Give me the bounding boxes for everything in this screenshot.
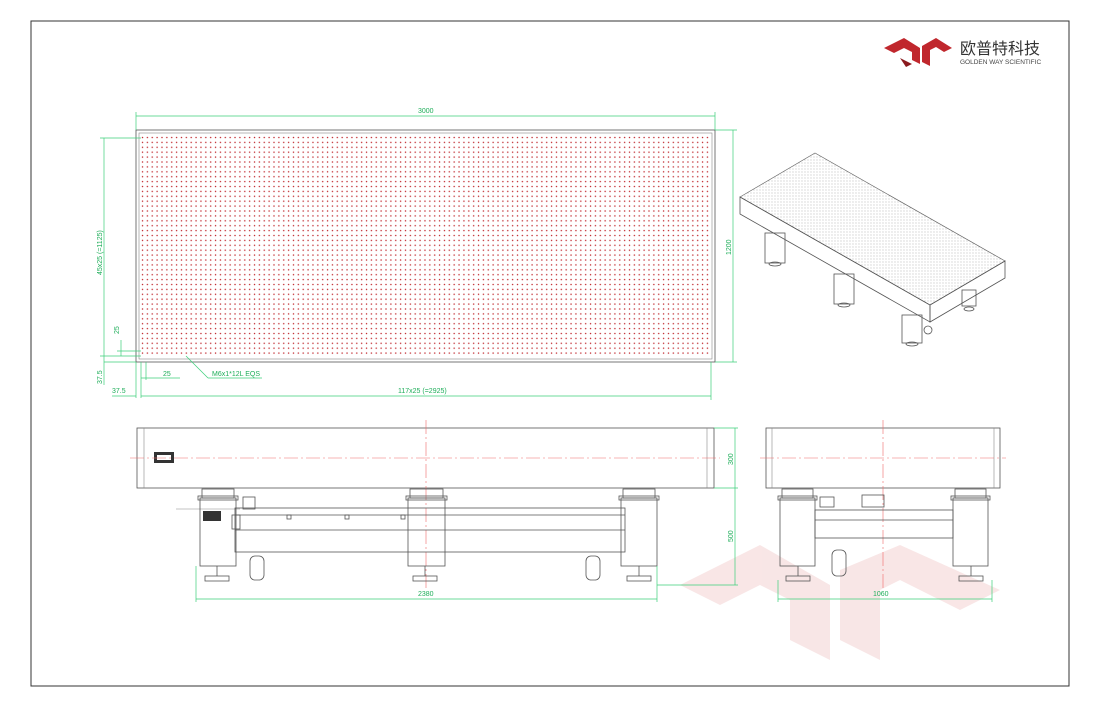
- brand-logo: 欧普特科技 GOLDEN WAY SCIENTIFIC: [884, 38, 1041, 67]
- dim-front-leg-span: 2380: [418, 591, 434, 598]
- hole-grid: [141, 136, 711, 357]
- dim-hole-cols: 117x25 (=2925): [398, 388, 447, 395]
- brand-name-en: GOLDEN WAY SCIENTIFIC: [960, 59, 1041, 66]
- table-top-outline: [135, 129, 716, 363]
- dim-pitch-x: 25: [163, 371, 171, 378]
- dim-leg-height: 500: [728, 530, 735, 542]
- dim-pitch-y: 25: [114, 326, 121, 334]
- brand-name-cn: 欧普特科技: [960, 39, 1040, 58]
- top-view: 3000 1200 45x25 (=1125) 25 37.5 25 37.5 …: [97, 108, 737, 400]
- isometric-view: [739, 152, 1006, 347]
- drawing-border: [30, 20, 1070, 687]
- dim-length: 3000: [418, 108, 434, 115]
- watermark-logo: [680, 545, 1000, 660]
- dim-edge-y: 37.5: [97, 370, 104, 384]
- side-view: 1060: [760, 420, 1006, 602]
- dim-side-leg-span: 1060: [873, 591, 889, 598]
- dim-hole-rows: 45x25 (=1125): [97, 230, 104, 275]
- dim-plate-height: 300: [728, 453, 735, 465]
- front-view: 2380 300 500: [130, 420, 738, 602]
- hole-spec-label: M6x1*12L EQS: [212, 371, 260, 378]
- dim-edge-x: 37.5: [112, 388, 126, 395]
- dim-width: 1200: [726, 239, 733, 255]
